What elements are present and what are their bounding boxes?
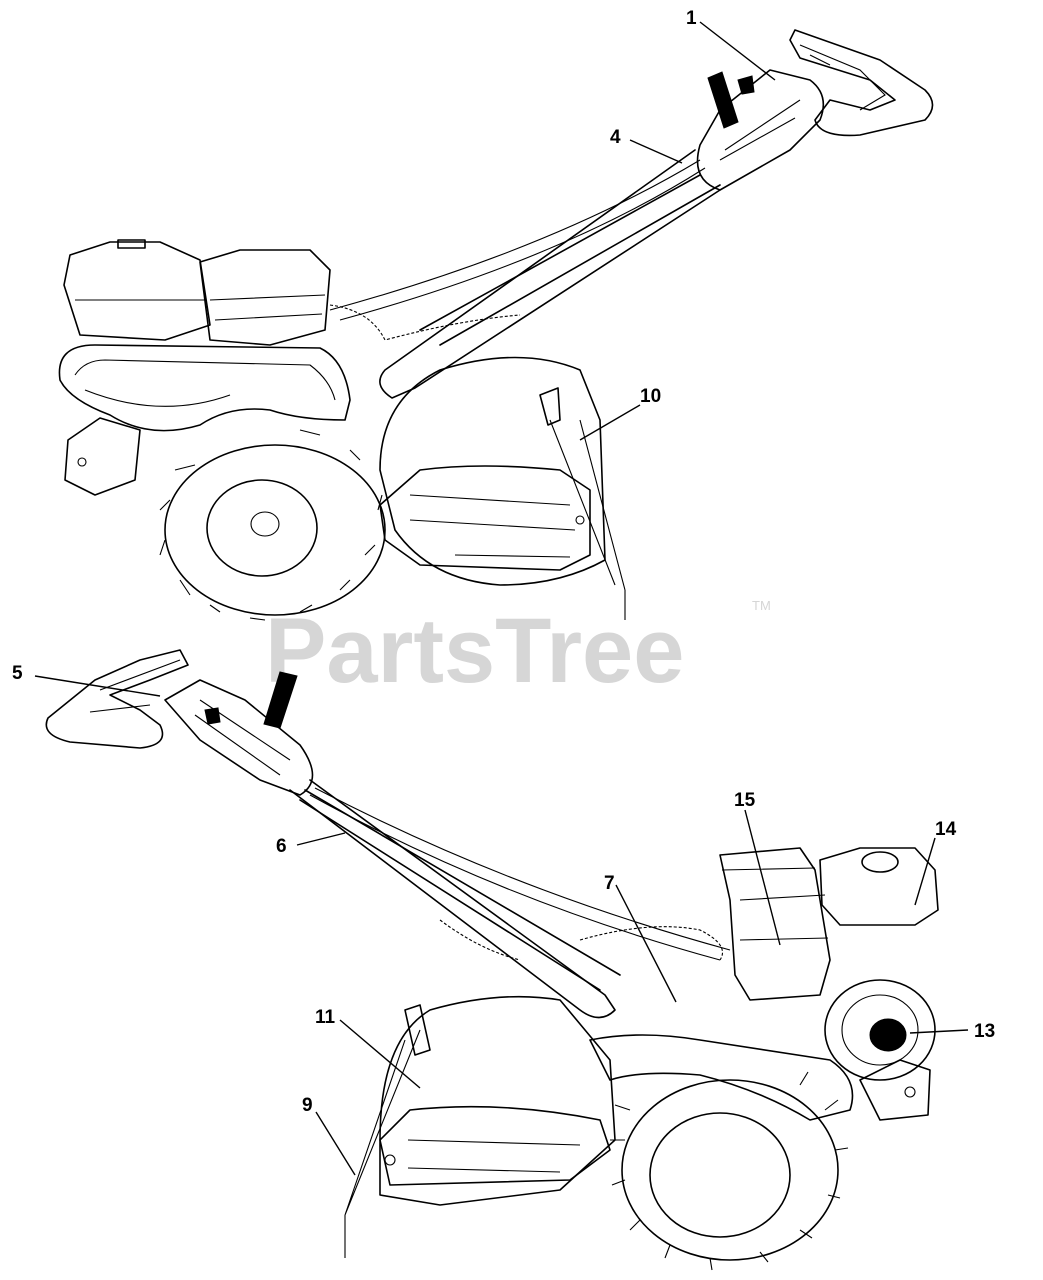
top-grip — [707, 71, 739, 129]
watermark-trademark: TM — [752, 598, 771, 613]
top-fastener-leaders — [549, 419, 626, 620]
bottom-tiller — [34, 649, 969, 1271]
top-handlebar-loop — [789, 29, 934, 137]
callout-11: 11 — [315, 1007, 336, 1028]
bottom-handle-tube — [289, 779, 616, 1019]
top-tiller — [58, 21, 934, 621]
bottom-depth-bracket — [404, 1004, 431, 1056]
bottom-fastener-leaders — [344, 1029, 421, 1258]
callout-13: 13 — [974, 1021, 995, 1042]
top-small-lever — [737, 75, 755, 95]
bottom-tine-guard — [379, 995, 616, 1206]
top-mount-plate — [64, 417, 141, 496]
bottom-fuel-cap — [861, 851, 899, 873]
top-handle-rod — [419, 174, 721, 346]
top-handle-panel — [696, 69, 825, 191]
callout-4: 4 — [610, 127, 621, 148]
bottom-engine-shroud — [719, 847, 831, 1001]
bottom-wheel-treads — [610, 1071, 849, 1271]
bottom-grip — [263, 671, 298, 729]
top-wheel-treads — [159, 429, 383, 621]
bottom-starter-hub — [869, 1018, 907, 1052]
top-depth-bracket — [539, 387, 561, 426]
top-handlebar-inner — [799, 44, 886, 111]
bottom-wheel-rim — [649, 1112, 791, 1238]
callout-7: 7 — [604, 873, 615, 894]
top-wheel-tire — [164, 444, 386, 616]
bottom-recoil-starter — [824, 979, 936, 1081]
bottom-handlebar-loop — [45, 649, 189, 749]
callout-5: 5 — [12, 663, 23, 684]
callout-14: 14 — [935, 819, 957, 840]
top-wheel-hub — [250, 511, 280, 537]
callout-10: 10 — [640, 386, 661, 407]
top-engine-tank — [63, 241, 211, 341]
bottom-mount-plate — [859, 1059, 931, 1121]
top-guard-flap — [379, 465, 591, 571]
bottom-fender — [589, 1034, 854, 1121]
top-tine-guard — [379, 356, 606, 586]
top-handle-tube — [379, 149, 721, 399]
callout-1: 1 — [686, 8, 697, 29]
bottom-wheel-tire — [621, 1079, 839, 1261]
callout-15: 15 — [734, 790, 756, 811]
callout-6: 6 — [276, 836, 287, 857]
watermark-text: PartsTree — [265, 600, 684, 702]
top-wheel-rim — [206, 479, 318, 577]
top-engine-body — [199, 249, 331, 346]
bottom-small-lever — [204, 707, 221, 725]
bottom-control-cable — [309, 787, 731, 961]
callout-9: 9 — [302, 1095, 313, 1116]
bottom-guard-flap — [379, 1105, 611, 1186]
top-control-cable — [329, 159, 706, 321]
top-fender — [58, 344, 351, 432]
bottom-fuel-tank — [819, 847, 939, 926]
